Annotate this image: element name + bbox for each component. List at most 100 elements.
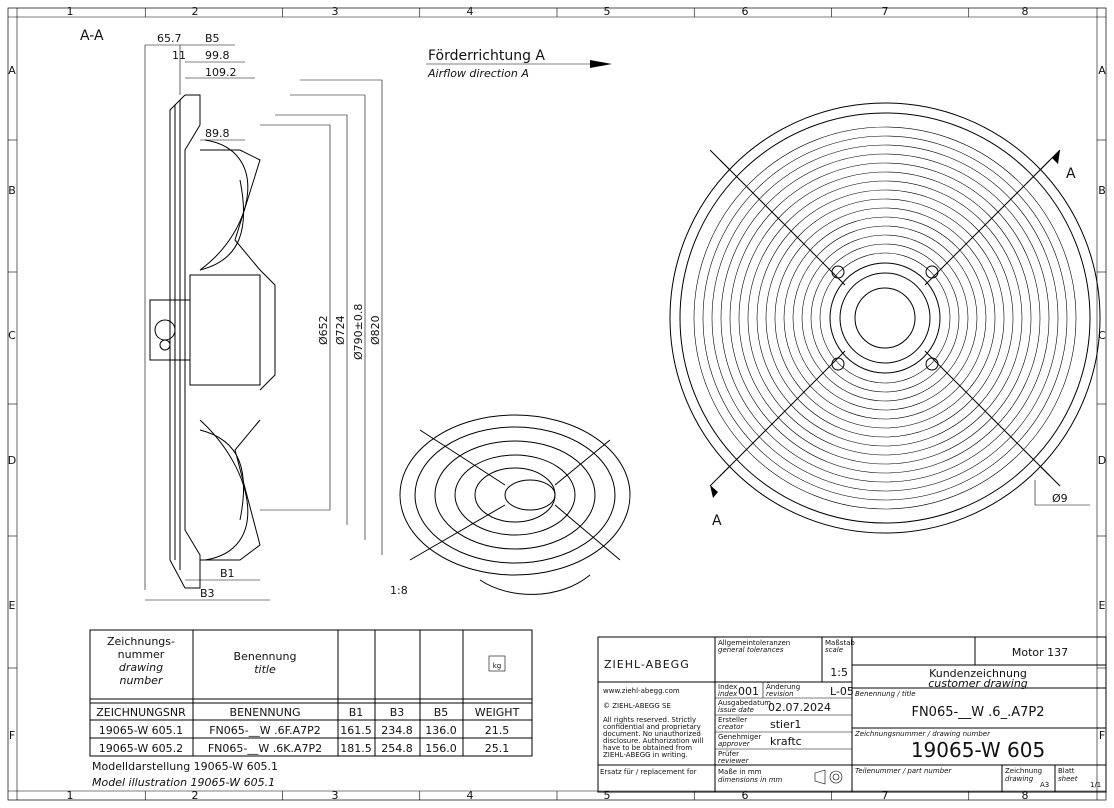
col-label: 4 <box>467 789 474 802</box>
label: dimensions in mm <box>718 776 783 784</box>
header-text: Benennung <box>234 650 297 663</box>
drawing-number: 19065-W 605 <box>911 738 1045 762</box>
row-label: F <box>9 729 15 742</box>
side-section-view <box>144 44 383 601</box>
table-cell: ZEICHNUNGSNR <box>96 706 186 719</box>
label: sheet <box>1058 775 1078 783</box>
row-label: D <box>8 454 16 467</box>
grid-row-labels: A B C D E F A B C D E F <box>8 64 1106 742</box>
table-cell: B5 <box>434 706 449 719</box>
model-note: Modelldarstellung 19065-W 605.1 <box>92 760 278 773</box>
drawing-kind: customer drawing <box>928 677 1028 690</box>
table-cell: B3 <box>390 706 405 719</box>
label: revision <box>766 690 794 698</box>
dimension-text: B3 <box>200 587 215 600</box>
label: Ausgabedatum <box>718 699 771 707</box>
dimension-text: 89.8 <box>205 127 230 140</box>
label: Teilenummer / part number <box>855 767 952 775</box>
rights-text: confidential and proprietary <box>603 723 701 731</box>
table-cell: 25.1 <box>485 742 510 755</box>
index-value: 001 <box>738 685 759 698</box>
drawing-frame <box>7 7 1107 801</box>
header-text: drawing <box>119 661 163 674</box>
isometric-view <box>399 414 631 595</box>
scale-value: 1:5 <box>830 666 848 679</box>
creator-value: stier1 <box>770 718 801 731</box>
label: Maßstab <box>825 639 855 647</box>
rights-text: All rights reserved. Strictly <box>603 716 696 724</box>
header-text: number <box>120 674 164 687</box>
revision-value: L-05 <box>830 685 854 698</box>
rights-text: disclosure. Authorization will <box>603 737 703 745</box>
website: www.ziehl-abegg.com <box>603 687 680 695</box>
col-label: 3 <box>332 5 339 18</box>
table-cell: FN065-__W .6K.A7P2 <box>208 742 322 755</box>
label: Benennung / title <box>855 690 916 698</box>
section-arrow-icon <box>710 485 718 498</box>
label: index <box>718 690 738 698</box>
front-view: A A Ø9 <box>669 102 1101 534</box>
dimension-text: Ø790±0.8 <box>352 304 365 360</box>
dimension-text: B5 <box>205 32 220 45</box>
label: Index <box>718 683 737 691</box>
label: Maße in mm <box>718 768 762 776</box>
airflow-arrow-icon <box>590 60 612 68</box>
dimension-text: Ø652 <box>317 315 330 345</box>
table-cell: FN065-__W .6F.A7P2 <box>209 724 321 737</box>
col-label: 2 <box>192 789 199 802</box>
dimension-labels: 65.7 B5 11 99.8 109.2 89.8 Ø652 Ø724 Ø79… <box>157 32 408 600</box>
label: Ersatz für / replacement for <box>600 768 697 776</box>
label: general tolerances <box>718 646 784 654</box>
col-label: 1 <box>67 789 74 802</box>
label: Allgemeintoleranzen <box>718 639 790 647</box>
drawing-kind: Kundenzeichnung <box>929 667 1027 680</box>
table-cell: B1 <box>349 706 364 719</box>
col-label: 5 <box>604 789 611 802</box>
label: Ersteller <box>718 716 747 724</box>
row-label: D <box>1098 454 1106 467</box>
dimension-text: Ø820 <box>369 315 382 345</box>
row-label: E <box>9 599 16 612</box>
dimension-text: 11 <box>172 49 186 62</box>
model-note: Model illustration 19065-W 605.1 <box>92 776 275 789</box>
label: drawing <box>1005 775 1034 783</box>
table-cell: 181.5 <box>340 742 372 755</box>
ziehl-abegg-logo: ZIEHL-ABEGG <box>604 658 690 671</box>
issue-date: 02.07.2024 <box>768 701 831 714</box>
row-label: A <box>1098 64 1106 77</box>
label: Zeichnung <box>1005 767 1042 775</box>
dimension-text: 109.2 <box>205 66 237 79</box>
weight-icon <box>488 655 506 672</box>
airflow-en: Airflow direction A <box>427 67 529 80</box>
product-title: FN065-__W .6_.A7P2 <box>911 705 1044 720</box>
dimension-text: 99.8 <box>205 49 230 62</box>
header-text: nummer <box>118 648 165 661</box>
section-marker: A <box>1066 166 1076 182</box>
dimension-text: 65.7 <box>157 32 182 45</box>
section-arrow-icon <box>1052 150 1060 164</box>
table-cell: 19065-W 605.2 <box>99 742 183 755</box>
header-text: title <box>254 663 276 676</box>
col-label: 7 <box>882 5 889 18</box>
label: Blatt <box>1058 767 1075 775</box>
copyright: © ZIEHL-ABEGG SE <box>603 702 671 710</box>
row-label: C <box>1098 329 1106 342</box>
col-label: 8 <box>1022 789 1029 802</box>
row-label: B <box>1098 184 1106 197</box>
table-cell: 161.5 <box>340 724 372 737</box>
section-label: A-A <box>80 28 104 44</box>
label: issue date <box>718 706 754 714</box>
iso-scale-label: 1:8 <box>390 584 408 597</box>
table-cell: 254.8 <box>381 742 413 755</box>
label: Änderung <box>766 682 800 691</box>
rights-text: ZIEHL-ABEGG in writing. <box>603 751 688 759</box>
label: creator <box>718 723 744 731</box>
table-cell: 234.8 <box>381 724 413 737</box>
label: Genehmiger <box>718 733 761 741</box>
table-cell: WEIGHT <box>475 706 520 719</box>
variant-table: Zeichnungs- nummer drawing number Benenn… <box>89 629 533 789</box>
col-label: 8 <box>1022 5 1029 18</box>
table-cell: 136.0 <box>425 724 457 737</box>
approver-value: kraftc <box>770 735 802 748</box>
dimension-text: Ø9 <box>1052 492 1068 505</box>
